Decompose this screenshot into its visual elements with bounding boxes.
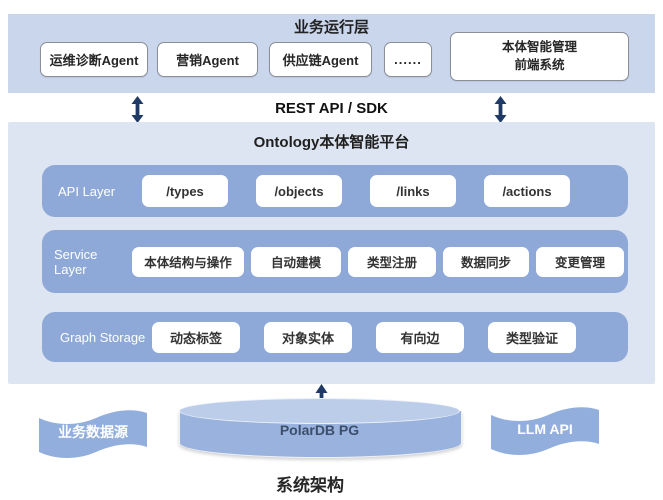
api-layer-chips: /types /objects /links /actions [142, 175, 570, 207]
ontology-platform: Ontology本体智能平台 API Layer /types /objects… [8, 122, 655, 384]
chip-data-sync: 数据同步 [443, 246, 529, 277]
wave-shape-icon [39, 410, 147, 458]
service-layer-label: Service Layer [54, 246, 98, 277]
double-arrow-icon [130, 96, 145, 123]
frontend-system-label: 本体智能管理 前端系统 [501, 40, 577, 72]
wave-shape-icon [491, 407, 599, 455]
agent-label: 供应链Agent [282, 53, 359, 68]
chip-auto-modeling: 自动建模 [251, 246, 341, 277]
service-layer-chips: 本体结构与操作 自动建模 类型注册 数据同步 变更管理 [132, 246, 624, 277]
data-source-label: 业务数据源 [58, 424, 128, 440]
business-runtime-layer: 业务运行层 运维诊断Agent 营销Agent 供应链Agent ...... … [8, 14, 655, 93]
chip-type-registration: 类型注册 [348, 246, 436, 277]
double-arrow-icon [493, 96, 508, 123]
api-layer-row: API Layer /types /objects /links /action… [42, 165, 628, 217]
agent-box-ops-diagnosis: 运维诊断Agent [40, 42, 148, 77]
data-source-flag: 业务数据源 [36, 406, 150, 460]
llm-api-flag: LLM API [488, 403, 602, 457]
agent-box-marketing: 营销Agent [157, 42, 258, 77]
chip-change-management: 变更管理 [536, 246, 624, 277]
chip-ontology-structure: 本体结构与操作 [132, 246, 244, 277]
chip-dynamic-labels: 动态标签 [152, 321, 240, 353]
ontology-platform-title: Ontology本体智能平台 [253, 134, 410, 151]
api-layer-label: API Layer [58, 183, 116, 199]
graph-storage-row: Graph Storage 动态标签 对象实体 有向边 类型验证 [42, 312, 628, 362]
chip-directed-edges: 有向边 [376, 321, 464, 353]
graph-storage-chips: 动态标签 对象实体 有向边 类型验证 [152, 321, 576, 353]
chip-object-entities: 对象实体 [264, 321, 352, 353]
chip-types: /types [142, 175, 228, 207]
chip-objects: /objects [256, 175, 342, 207]
agent-box-supply-chain: 供应链Agent [269, 42, 372, 77]
business-runtime-layer-title: 业务运行层 [293, 19, 369, 36]
agent-label: 运维诊断Agent [49, 53, 139, 68]
llm-api-label: LLM API [517, 421, 573, 437]
frontend-system-box: 本体智能管理 前端系统 [450, 32, 629, 81]
agent-label: 营销Agent [176, 53, 239, 68]
service-layer-row: Service Layer 本体结构与操作 自动建模 类型注册 数据同步 变更管… [42, 230, 628, 293]
chip-type-validation: 类型验证 [488, 321, 576, 353]
graph-storage-label: Graph Storage [60, 329, 146, 345]
rest-api-sdk-label: REST API / SDK [275, 100, 388, 117]
chip-links: /links [370, 175, 456, 207]
polardb-label: PolarDB PG [279, 422, 360, 438]
polardb-cylinder-top [179, 398, 460, 424]
chip-actions: /actions [484, 175, 570, 207]
ellipsis-label: ...... [394, 52, 422, 67]
diagram-title: 系统架构 [276, 476, 344, 495]
agent-box-ellipsis: ...... [384, 42, 432, 77]
